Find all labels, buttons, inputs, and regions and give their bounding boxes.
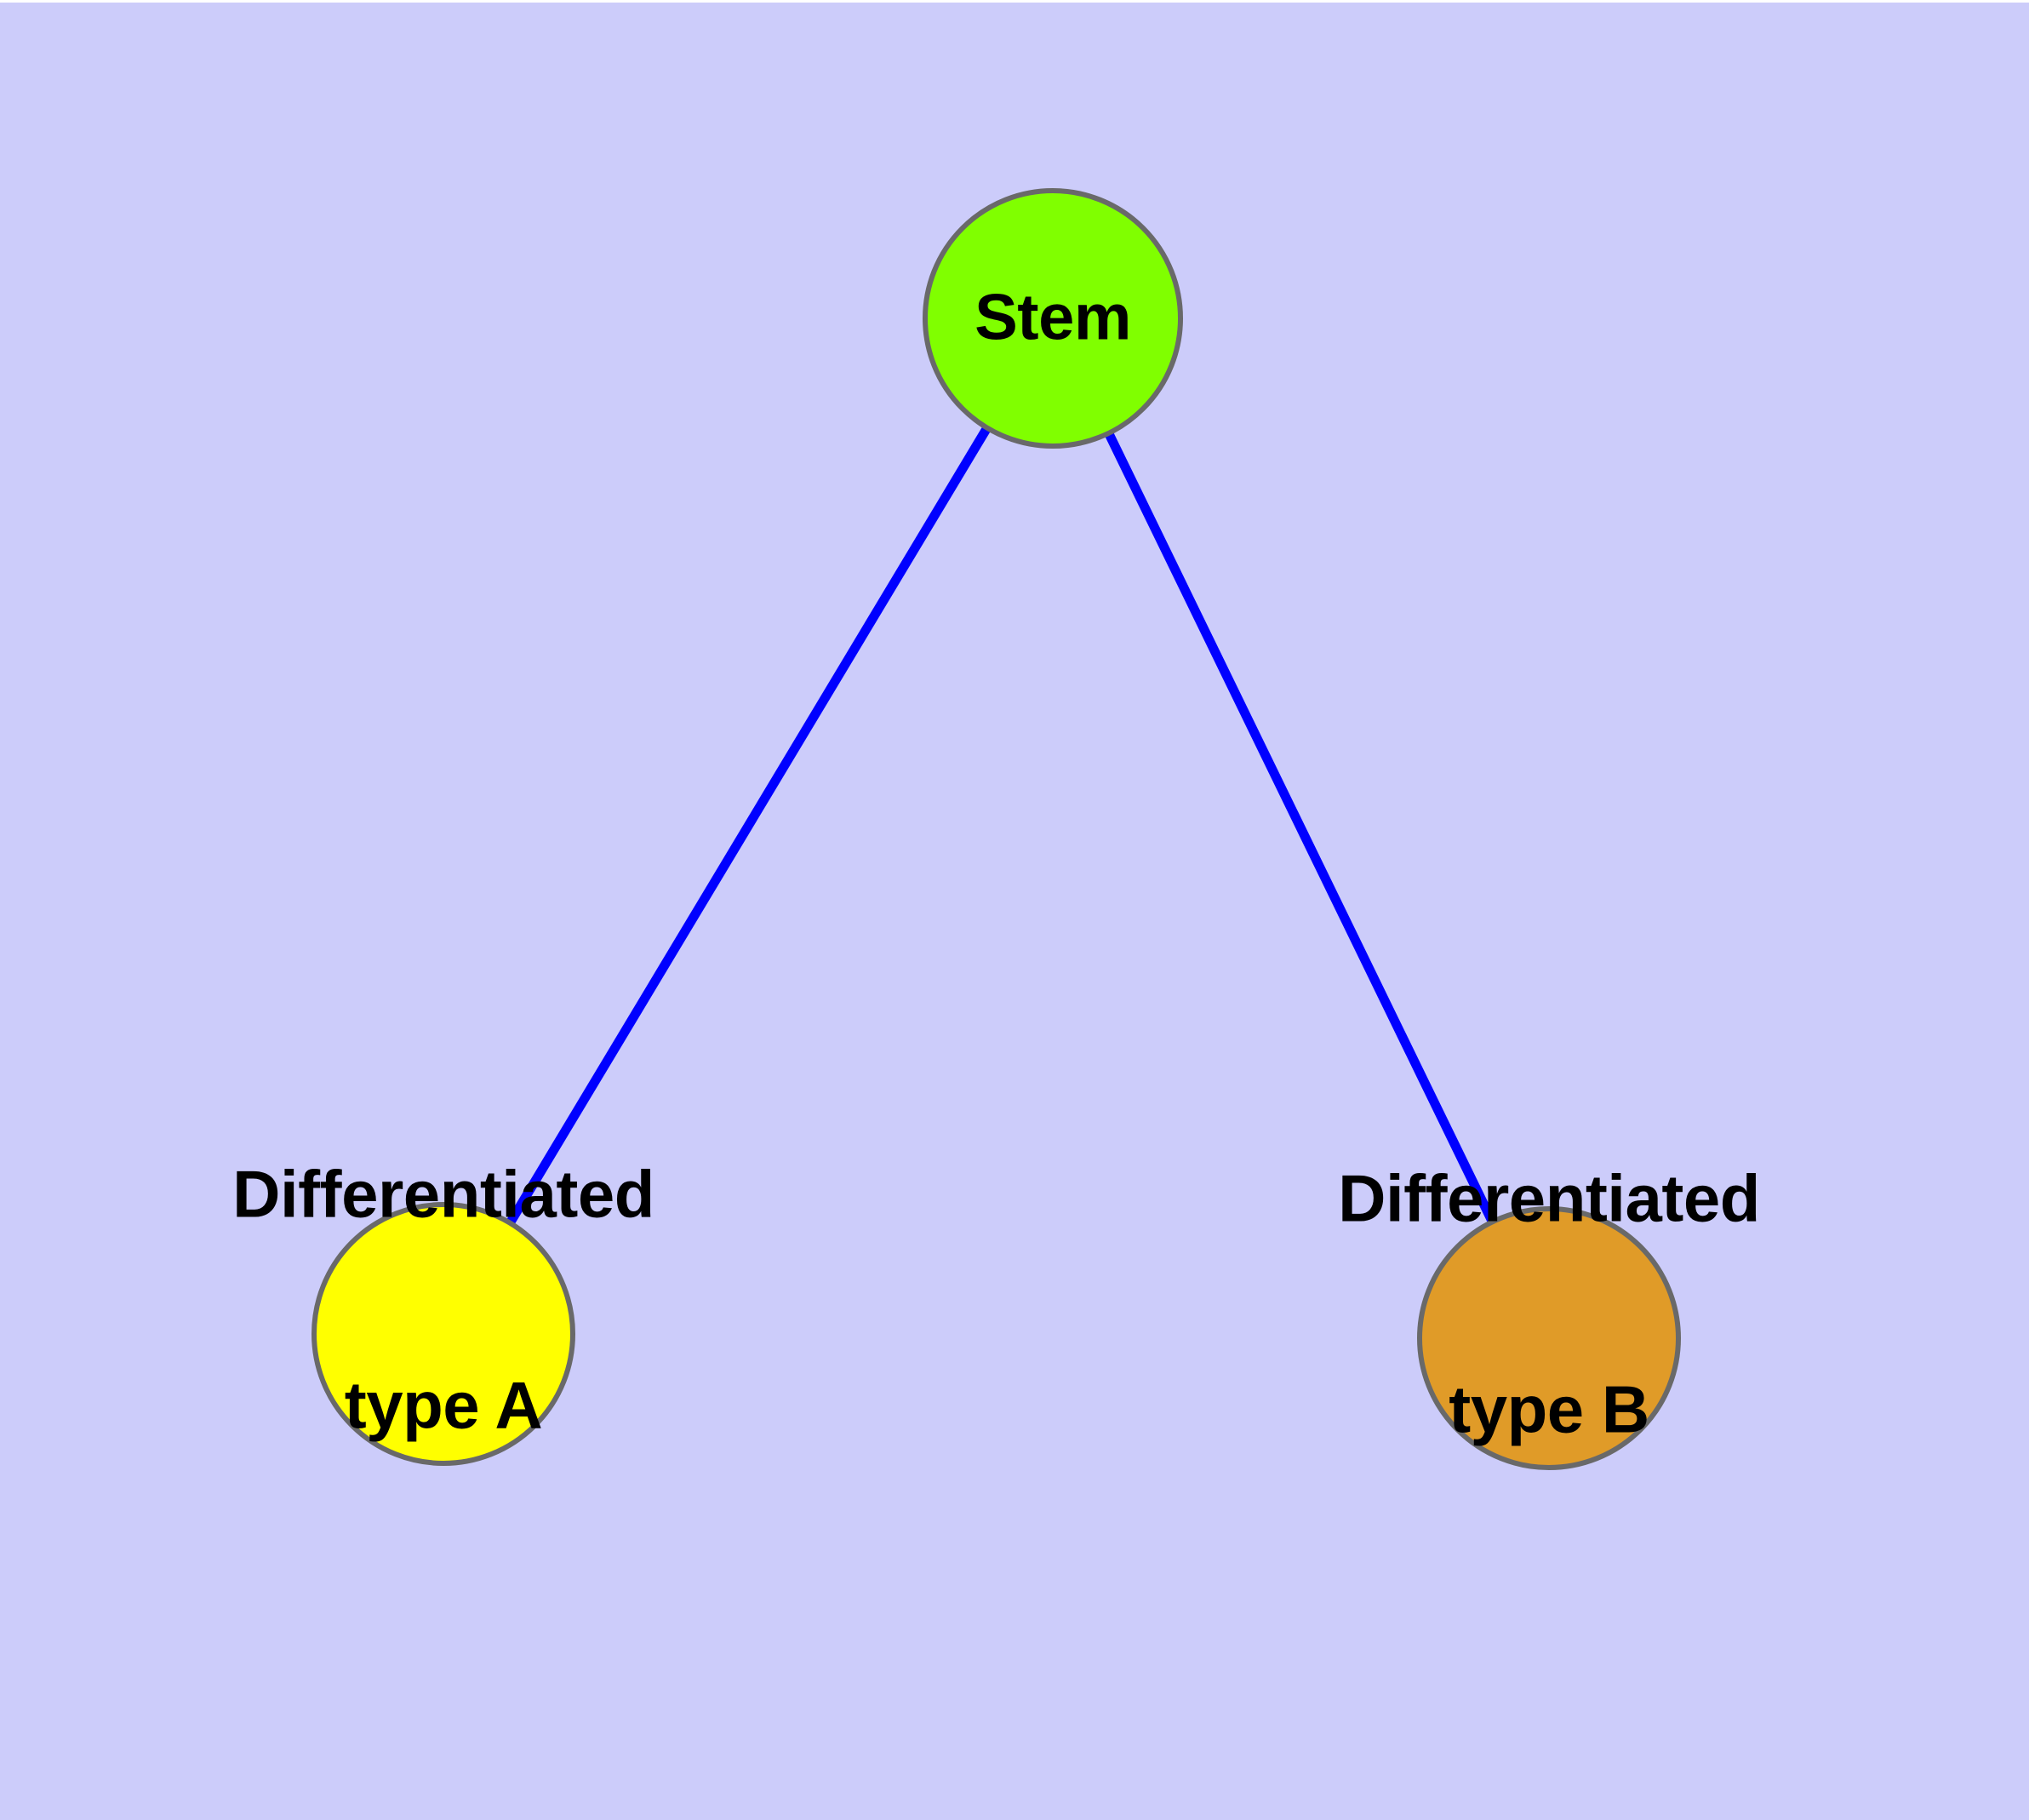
edge-layer	[503, 421, 1500, 1230]
node-differentiated-type-b[interactable]	[1417, 1206, 1681, 1470]
node-stem[interactable]	[923, 188, 1183, 449]
node-layer	[311, 188, 1681, 1470]
edge-stem-to-differentiated-type-a	[503, 421, 994, 1230]
edge-stem-to-differentiated-type-b	[1102, 426, 1500, 1229]
node-differentiated-type-a[interactable]	[311, 1202, 575, 1466]
